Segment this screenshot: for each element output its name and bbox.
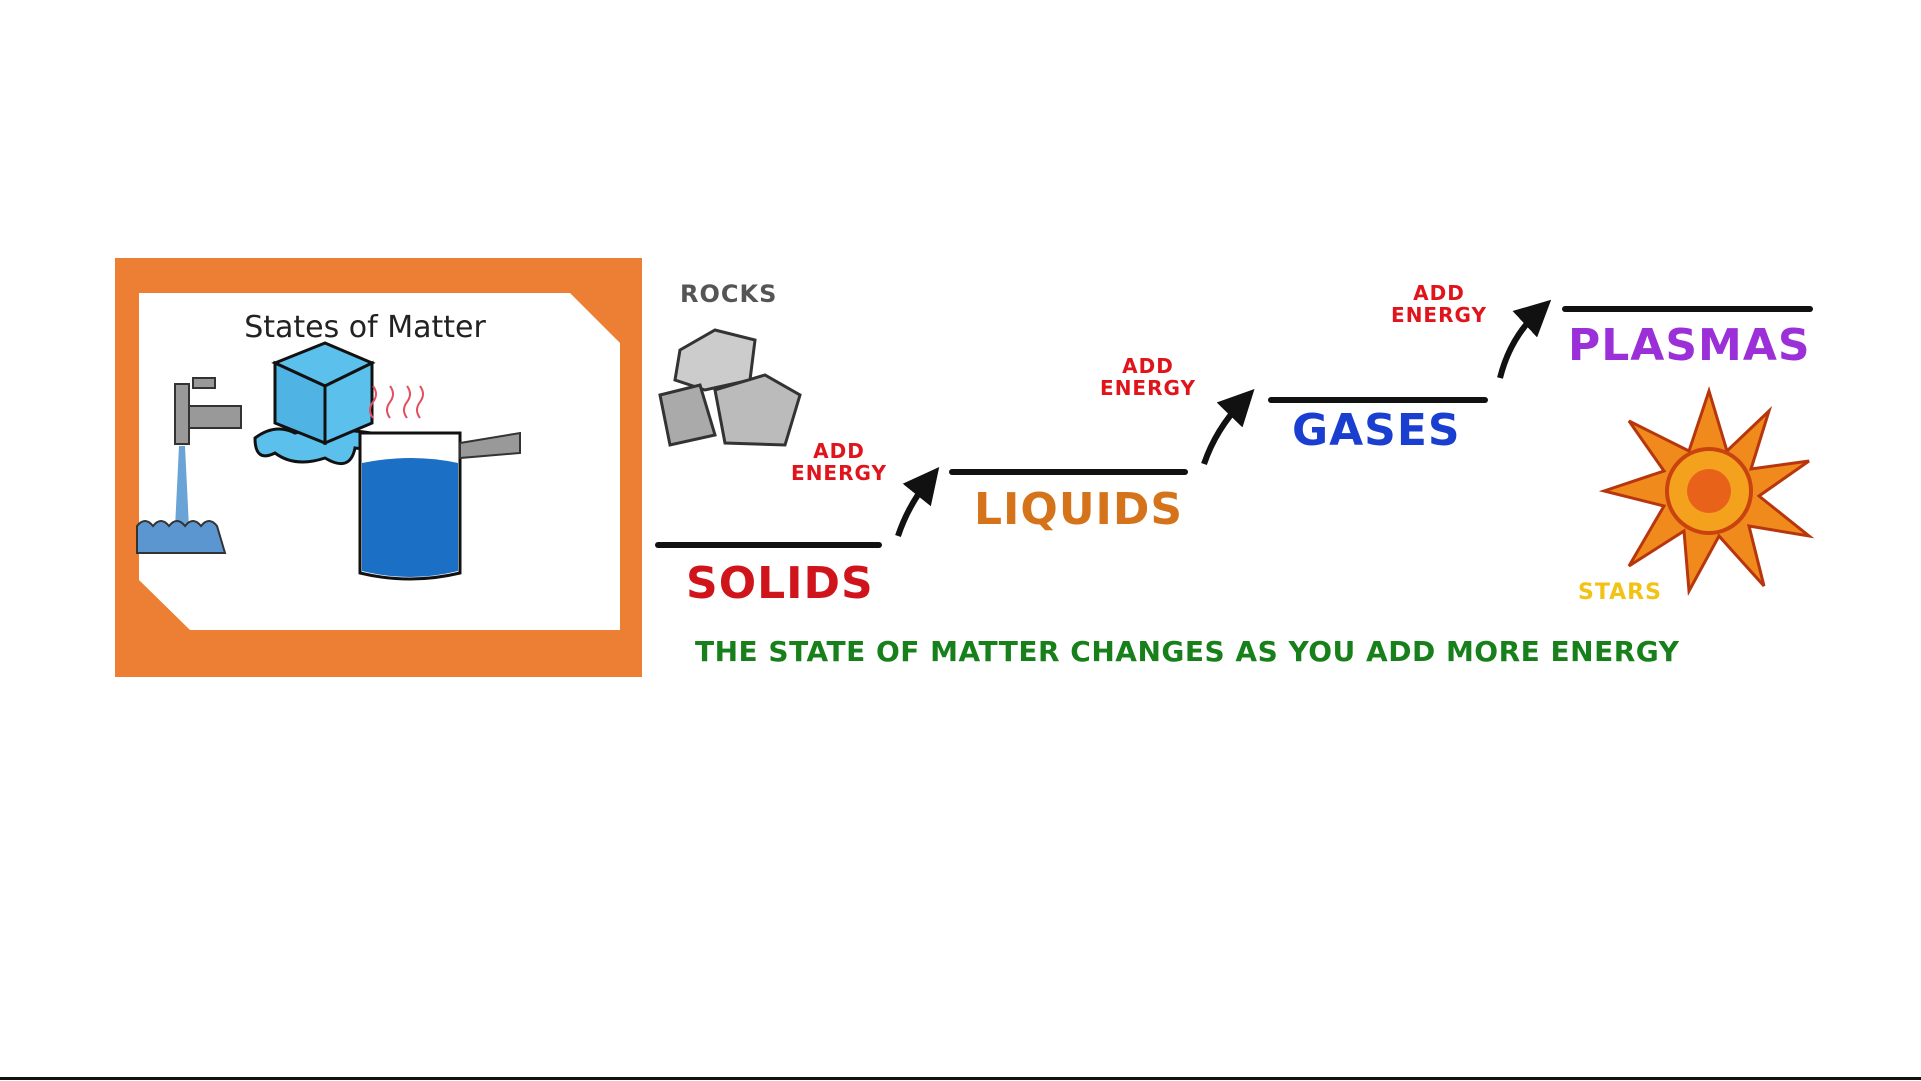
diagram-caption: THE STATE OF MATTER CHANGES AS YOU ADD M… (695, 635, 1680, 668)
arrow-icon (1497, 299, 1552, 379)
stars-label: STARS (1578, 580, 1662, 605)
plasmas-step (1562, 306, 1813, 312)
liquids-label: LIQUIDS (974, 484, 1184, 535)
gases-step (1268, 397, 1488, 403)
states-of-matter-card: States of Matter (115, 258, 642, 677)
arrow-icon (895, 466, 940, 537)
rocks-label: ROCKS (680, 280, 778, 308)
solids-label: SOLIDS (686, 558, 874, 609)
tap-icon (136, 377, 242, 554)
gases-label: GASES (1292, 405, 1461, 456)
plasmas-label: PLASMAS (1568, 320, 1811, 371)
rocks-icon (658, 328, 802, 447)
sun-icon (1599, 386, 1815, 596)
bottom-divider (0, 1077, 1921, 1080)
card-title: States of Matter (244, 310, 486, 345)
arrow-icon (1201, 389, 1255, 465)
boiling-pot-icon (358, 385, 521, 581)
solids-step (655, 542, 882, 548)
liquids-step (949, 469, 1188, 475)
card-illustration (136, 293, 620, 630)
ice-cube-icon (253, 341, 388, 466)
